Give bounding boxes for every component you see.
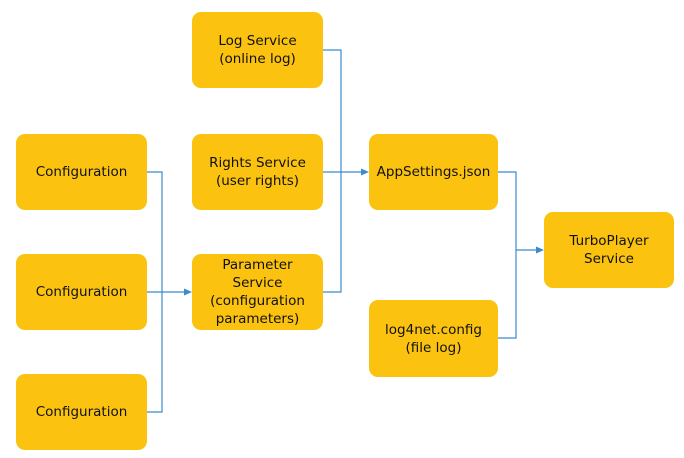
appsettings-json-node: AppSettings.json: [369, 134, 498, 210]
rights-service-node: Rights Service (user rights): [192, 134, 323, 210]
connector-config-3: [147, 292, 163, 413]
connector-config-1: [147, 171, 163, 292]
parameter-service-node: Parameter Service (configuration paramet…: [192, 254, 323, 330]
arrowhead-parameter-service: [184, 288, 192, 296]
connector-parameter-service: [323, 172, 342, 293]
connector-log4net: [498, 250, 517, 339]
configuration-node-1: Configuration: [16, 134, 147, 210]
configuration-node-2: Configuration: [16, 254, 147, 330]
log4net-config-node: log4net.config (file log): [369, 300, 498, 377]
arrowhead-turboplayer: [536, 246, 544, 254]
connector-log-service: [323, 49, 342, 172]
configuration-node-3: Configuration: [16, 374, 147, 450]
log-service-node: Log Service (online log): [192, 12, 323, 88]
turboplayer-service-node: TurboPlayer Service: [544, 212, 674, 288]
connector-appsettings: [498, 171, 517, 250]
arrowhead-appsettings: [361, 168, 369, 176]
